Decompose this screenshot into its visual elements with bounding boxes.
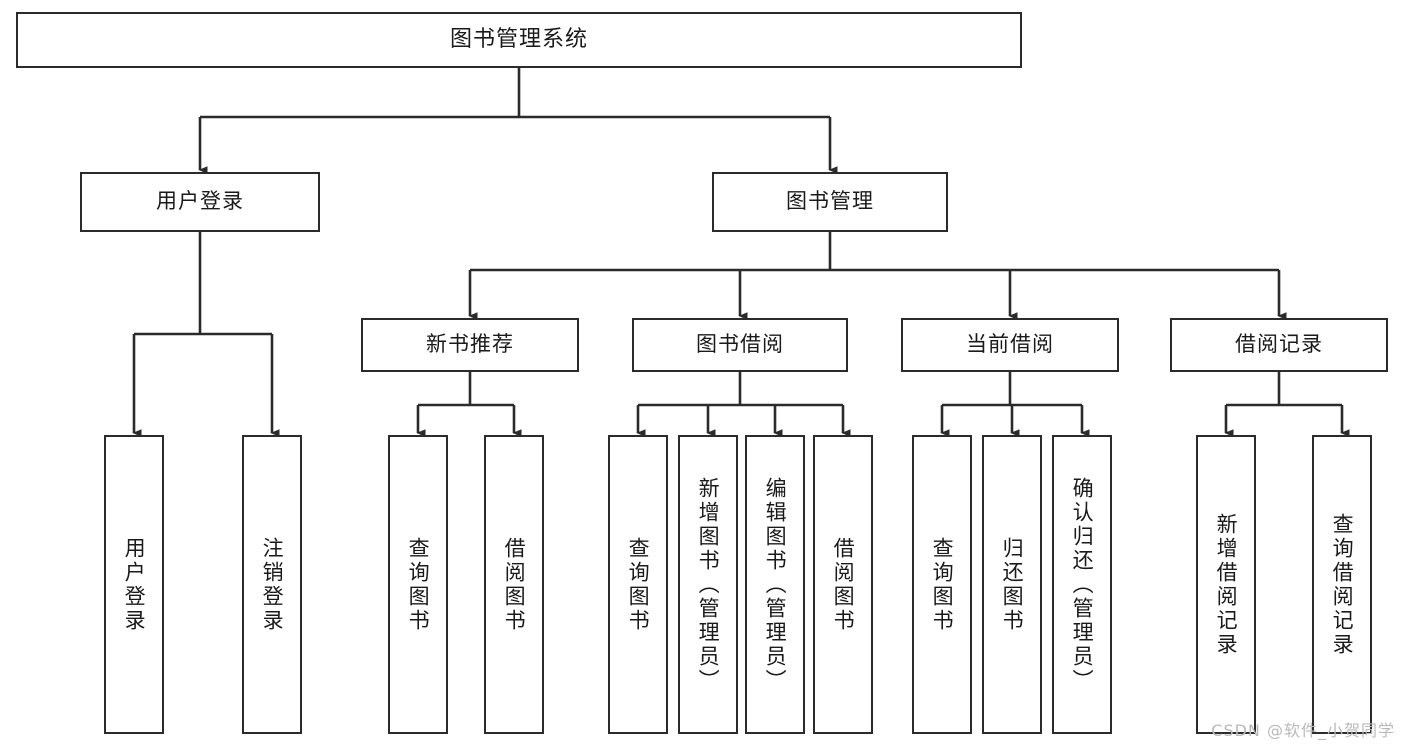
node-label: 借阅图书 xyxy=(502,536,527,633)
node-label: 确认归还（管理员） xyxy=(1070,476,1095,693)
node-label: 查询图书 xyxy=(930,536,955,633)
node-leaf-return-book[interactable]: 归还图书 xyxy=(982,435,1042,734)
node-label: 新增借阅记录 xyxy=(1214,512,1239,657)
node-new-book-rec[interactable]: 新书推荐 xyxy=(361,318,579,372)
node-borrow-record[interactable]: 借阅记录 xyxy=(1170,318,1388,372)
node-leaf-query-book-2[interactable]: 查询图书 xyxy=(608,435,668,734)
node-label: 注销登录 xyxy=(260,536,285,633)
node-label: 借阅图书 xyxy=(831,536,856,633)
node-leaf-query-book-1[interactable]: 查询图书 xyxy=(388,435,448,734)
node-book-manage[interactable]: 图书管理 xyxy=(712,172,948,232)
node-user-login[interactable]: 用户登录 xyxy=(80,172,320,232)
node-label: 编辑图书（管理员） xyxy=(763,476,788,693)
node-book-borrow[interactable]: 图书借阅 xyxy=(632,318,848,372)
node-leaf-add-book[interactable]: 新增图书（管理员） xyxy=(678,435,738,734)
node-leaf-borrow-book-1[interactable]: 借阅图书 xyxy=(484,435,544,734)
node-leaf-logout[interactable]: 注销登录 xyxy=(242,435,302,734)
watermark: CSDN @软件_小贺同学 xyxy=(1211,721,1395,740)
node-current-borrow[interactable]: 当前借阅 xyxy=(901,318,1119,372)
node-label: 查询图书 xyxy=(626,536,651,633)
node-label: 查询图书 xyxy=(406,536,431,633)
node-label: 新增图书（管理员） xyxy=(696,476,721,693)
node-leaf-user-login[interactable]: 用户登录 xyxy=(104,435,164,734)
node-leaf-add-record[interactable]: 新增借阅记录 xyxy=(1196,435,1256,734)
node-label: 查询借阅记录 xyxy=(1330,512,1355,657)
node-leaf-query-record[interactable]: 查询借阅记录 xyxy=(1312,435,1372,734)
node-root[interactable]: 图书管理系统 xyxy=(16,12,1022,68)
node-leaf-edit-book[interactable]: 编辑图书（管理员） xyxy=(745,435,805,734)
node-leaf-borrow-book-2[interactable]: 借阅图书 xyxy=(813,435,873,734)
node-label: 用户登录 xyxy=(122,536,147,633)
node-label: 归还图书 xyxy=(1000,536,1025,633)
node-leaf-confirm-return[interactable]: 确认归还（管理员） xyxy=(1052,435,1112,734)
node-leaf-query-book-3[interactable]: 查询图书 xyxy=(912,435,972,734)
